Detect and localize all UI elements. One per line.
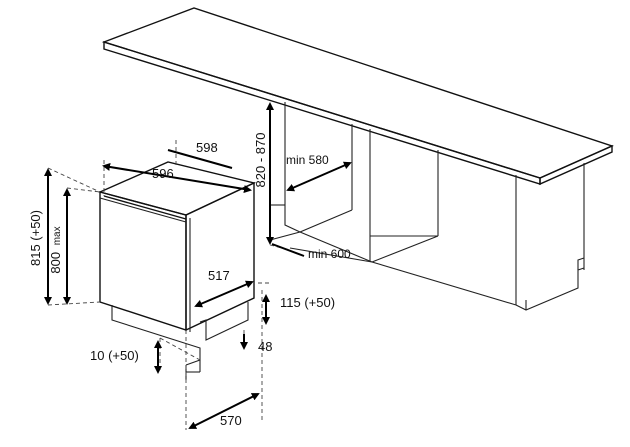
label-570: 570 xyxy=(220,413,242,428)
dimension-arrows xyxy=(44,102,352,429)
dim-arrow-517 xyxy=(194,280,254,308)
label-815: 815 (+50) xyxy=(28,210,43,266)
dim-arrow-570 xyxy=(188,393,260,429)
label-min-600: min 600 xyxy=(308,247,351,261)
label-800: 800 max xyxy=(48,226,63,273)
dim-arrow-598 xyxy=(102,163,252,193)
label-10: 10 (+50) xyxy=(90,348,139,363)
label-517: 517 xyxy=(208,268,230,283)
label-min-580: min 580 xyxy=(286,153,329,167)
countertop xyxy=(101,7,614,186)
dim-arrow-min-600 xyxy=(271,243,305,257)
cabinet-structure xyxy=(269,102,585,311)
label-48: 48 xyxy=(258,339,272,354)
dimension-labels: 598 596 815 (+50) 800 max 820 - 870 min … xyxy=(28,133,351,428)
label-800-suffix: max xyxy=(52,226,63,245)
dim-arrow-596 xyxy=(167,149,233,169)
label-820-870: 820 - 870 xyxy=(253,133,268,188)
dim-arrow-min-580 xyxy=(286,161,352,192)
label-800-value: 800 xyxy=(48,252,63,274)
label-596: 596 xyxy=(152,166,174,181)
label-115: 115 (+50) xyxy=(280,295,335,310)
label-598: 598 xyxy=(196,140,218,155)
